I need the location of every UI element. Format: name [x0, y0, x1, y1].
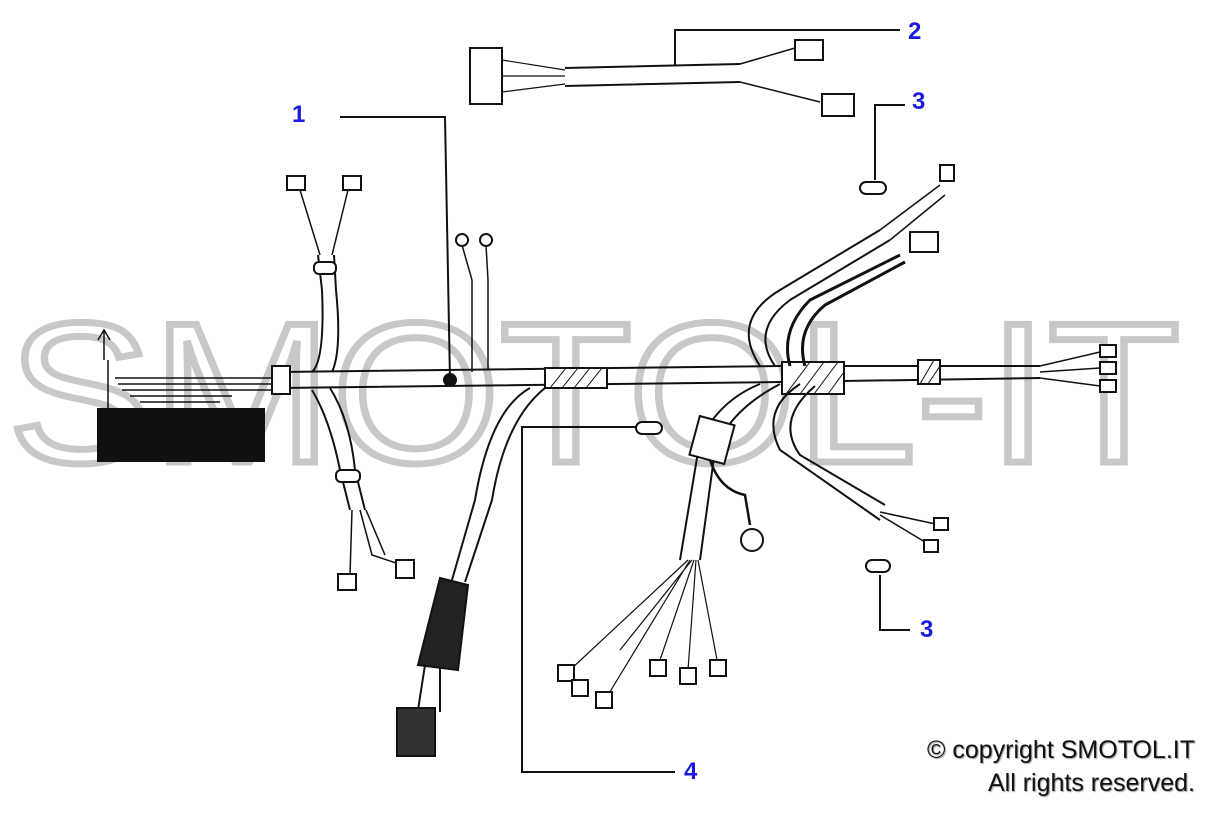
callout-1: 1: [292, 101, 306, 128]
connector-block: [469, 47, 503, 105]
harness: [97, 39, 1117, 757]
callout-4: 4: [684, 758, 698, 785]
trunk-top: [279, 365, 1040, 373]
rights-reserved-line: All rights reserved.: [987, 769, 1195, 797]
callout-2: 2: [908, 18, 922, 45]
electronic-module: [97, 408, 265, 462]
leader-lines: [340, 29, 910, 773]
watermark-text: SMOTOL-IT: [8, 282, 1180, 505]
callout-3-top: 3: [912, 88, 926, 115]
callout-3-bottom: 3: [920, 616, 934, 643]
copyright-line: © copyright SMOTOL.IT: [926, 736, 1195, 764]
